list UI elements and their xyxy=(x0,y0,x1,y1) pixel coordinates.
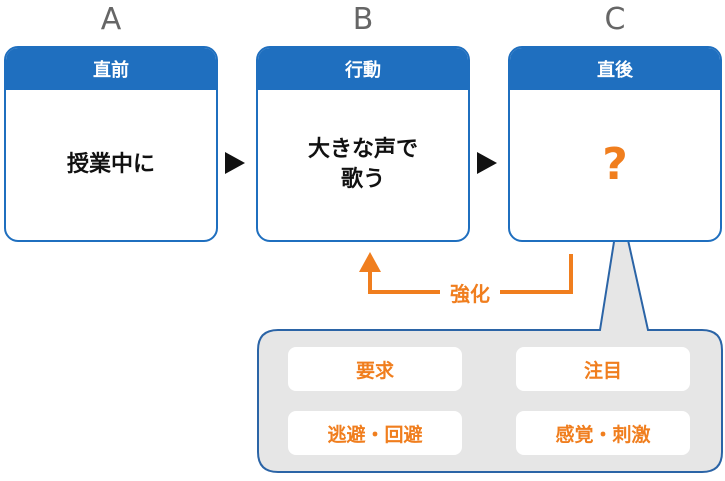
behavior-body: 大きな声で 歌う xyxy=(307,137,418,192)
reinforcement-arrow-line xyxy=(500,254,573,294)
reinforcement-arrow-head xyxy=(359,252,381,272)
consequence-header: 直後 xyxy=(510,48,720,90)
function-demand: 要求 xyxy=(288,347,462,391)
function-sensory-stimulation: 感覚・刺激 xyxy=(516,411,690,455)
column-letter-b: B xyxy=(352,2,374,37)
arrow-right-icon xyxy=(225,152,245,174)
consequence-card: 直後 ? xyxy=(508,46,722,242)
behavior-header: 行動 xyxy=(258,48,468,90)
arrow-right-icon xyxy=(477,152,497,174)
reinforcement-arrow-line-left xyxy=(368,270,440,294)
function-attention: 注目 xyxy=(516,347,690,391)
antecedent-header: 直前 xyxy=(6,48,216,90)
consequence-question-mark: ? xyxy=(602,139,628,190)
column-letter-a: A xyxy=(100,2,122,37)
column-letter-c: C xyxy=(604,2,626,37)
behavior-card: 行動 大きな声で 歌う xyxy=(256,46,470,242)
function-escape-avoidance: 逃避・回避 xyxy=(288,411,462,455)
antecedent-card: 直前 授業中に xyxy=(4,46,218,242)
callout-bubble xyxy=(257,203,723,473)
reinforcement-label: 強化 xyxy=(450,282,490,306)
antecedent-body: 授業中に xyxy=(66,152,155,177)
